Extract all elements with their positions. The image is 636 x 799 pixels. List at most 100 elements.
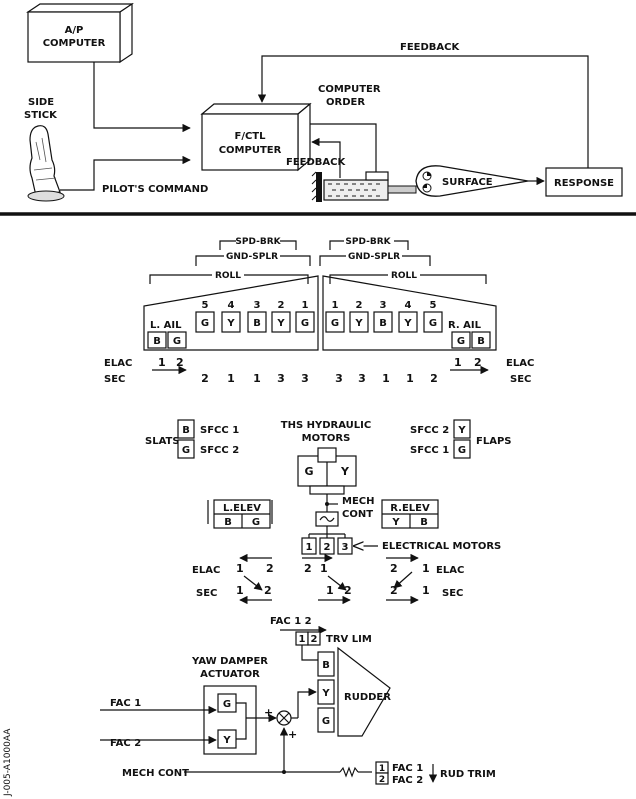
elev-left-sec-1: 1 — [236, 584, 244, 597]
right-aileron: R. AIL G B — [448, 320, 491, 349]
elac-right-2: 2 — [474, 356, 482, 369]
slats-system-1: B — [182, 425, 190, 436]
left-spoiler-4: 4 Y — [221, 300, 241, 333]
rudder-label: RUDDER — [344, 692, 391, 703]
yaw-system-y: Y — [222, 735, 231, 746]
ths-title-1: THS HYDRAULIC — [281, 420, 371, 431]
response-box — [545, 167, 623, 197]
yaw-damper-label-1: YAW DAMPER — [191, 656, 268, 667]
right-spoiler-3: 3 B — [373, 300, 393, 333]
svg-text:1: 1 — [302, 300, 309, 311]
elev-right-sec-1: 1 — [422, 584, 430, 597]
yaw-system-g: G — [223, 699, 231, 710]
svg-text:1: 1 — [382, 372, 390, 385]
svg-text:4: 4 — [405, 300, 412, 311]
svg-text:2: 2 — [430, 372, 438, 385]
left-spoiler-3: 3 B — [247, 300, 267, 333]
svg-text:3: 3 — [335, 372, 343, 385]
fctl-computer-label-1: F/CTL — [234, 131, 266, 142]
svg-text:G: G — [173, 336, 181, 347]
rudder-section: FAC 1 2 1 2 TRV LIM RUDDER B Y G YAW DAM… — [100, 616, 496, 786]
ths-system-g: G — [304, 465, 313, 478]
l-elev-system-2: G — [252, 517, 260, 528]
svg-text:3: 3 — [380, 300, 387, 311]
flaps-system-1: Y — [457, 425, 466, 436]
elev-center-2a: 2 — [304, 562, 312, 575]
right-spoiler-1: 1 G — [325, 300, 345, 333]
feedback-top-label: FEEDBACK — [400, 42, 460, 53]
left-spoiler-5: 5 G — [195, 300, 215, 333]
r-elev-system-1: Y — [391, 517, 400, 528]
elac-right-1: 1 — [454, 356, 462, 369]
elev-right-elac-1: 1 — [422, 562, 430, 575]
fac-1-label: FAC 1 — [110, 698, 141, 709]
r-elev-system-2: B — [420, 517, 428, 528]
ap-computer-box: A/P COMPUTER — [26, 2, 134, 64]
r-ail-label: R. AIL — [448, 320, 482, 331]
spd-brk-left: SPD-BRK — [235, 237, 281, 247]
left-spoilers: 5 G 4 Y 3 B 2 Y 1 G — [195, 300, 315, 333]
sec-left-numbers: 2 1 1 3 3 — [201, 372, 309, 385]
elev-sec-left-label: SEC — [196, 588, 217, 599]
side-stick-label-1: SIDE — [28, 97, 54, 108]
svg-text:Y: Y — [354, 318, 363, 329]
ths-motor-2: 2 — [324, 542, 331, 553]
svg-text:1: 1 — [406, 372, 414, 385]
trim-num-1: 1 — [379, 764, 385, 774]
elac-left-1: 1 — [158, 356, 166, 369]
elev-center-1b: 1 — [326, 584, 334, 597]
svg-text:5: 5 — [202, 300, 209, 311]
right-spoiler-5: 5 G — [423, 300, 443, 333]
svg-text:1: 1 — [253, 372, 261, 385]
svg-text:G: G — [429, 318, 437, 329]
right-spoilers: 1 G 2 Y 3 B 4 Y 5 G — [325, 300, 443, 333]
trim-fac-1: FAC 1 — [392, 763, 423, 774]
svg-text:B: B — [477, 336, 485, 347]
slats-system-2: G — [182, 445, 190, 456]
trv-num-1: 1 — [299, 634, 306, 645]
svg-text:G: G — [201, 318, 209, 329]
svg-text:5: 5 — [430, 300, 437, 311]
ap-computer-label-2: COMPUTER — [43, 38, 106, 49]
sec-left-label: SEC — [104, 374, 125, 385]
svg-text:Y: Y — [276, 318, 285, 329]
slats-sfcc-2: SFCC 2 — [200, 445, 239, 456]
computer-order-label-2: ORDER — [326, 97, 365, 108]
sec-right-label: SEC — [510, 374, 531, 385]
left-spoiler-2: 2 Y — [271, 300, 291, 333]
elevators-section: L.ELEV B G R.ELEV Y B ELAC SEC 1 2 1 2 2… — [192, 499, 464, 605]
fac-top-label: FAC 1 2 — [270, 616, 312, 627]
sum-plus-bottom: + — [288, 728, 297, 741]
svg-text:3: 3 — [358, 372, 366, 385]
rudder-surface — [337, 646, 391, 737]
side-stick-icon — [27, 125, 65, 202]
ap-computer-label-1: A/P — [65, 25, 84, 36]
elev-center-2b: 2 — [344, 584, 352, 597]
left-spoiler-1: 1 G — [295, 300, 315, 333]
elev-right-sec-2: 2 — [390, 584, 398, 597]
electrical-motors-label: ELECTRICAL MOTORS — [382, 541, 501, 552]
l-ail-label: L. AIL — [150, 320, 182, 331]
left-wing-outline — [143, 275, 319, 351]
svg-text:Y: Y — [403, 318, 412, 329]
svg-text:3: 3 — [301, 372, 309, 385]
ths-motor-3: 3 — [342, 542, 349, 553]
response-label: RESPONSE — [554, 178, 614, 189]
svg-text:3: 3 — [277, 372, 285, 385]
fac-2-label: FAC 2 — [110, 738, 141, 749]
elac-left-2: 2 — [176, 356, 184, 369]
gnd-splr-left: GND-SPLR — [226, 252, 278, 262]
rudder-system-g: G — [322, 716, 330, 727]
svg-text:2: 2 — [201, 372, 209, 385]
elev-left-sec-2: 2 — [264, 584, 272, 597]
spd-brk-right: SPD-BRK — [345, 237, 391, 247]
rudder-system-b: B — [322, 660, 330, 671]
right-wing-outline — [322, 275, 497, 351]
elev-elac-right-label: ELAC — [436, 565, 464, 576]
right-spoiler-2: 2 Y — [349, 300, 369, 333]
rudder-system-y: Y — [321, 688, 330, 699]
svg-text:Y: Y — [226, 318, 235, 329]
svg-text:2: 2 — [278, 300, 285, 311]
l-elev-label: L.ELEV — [223, 503, 261, 514]
